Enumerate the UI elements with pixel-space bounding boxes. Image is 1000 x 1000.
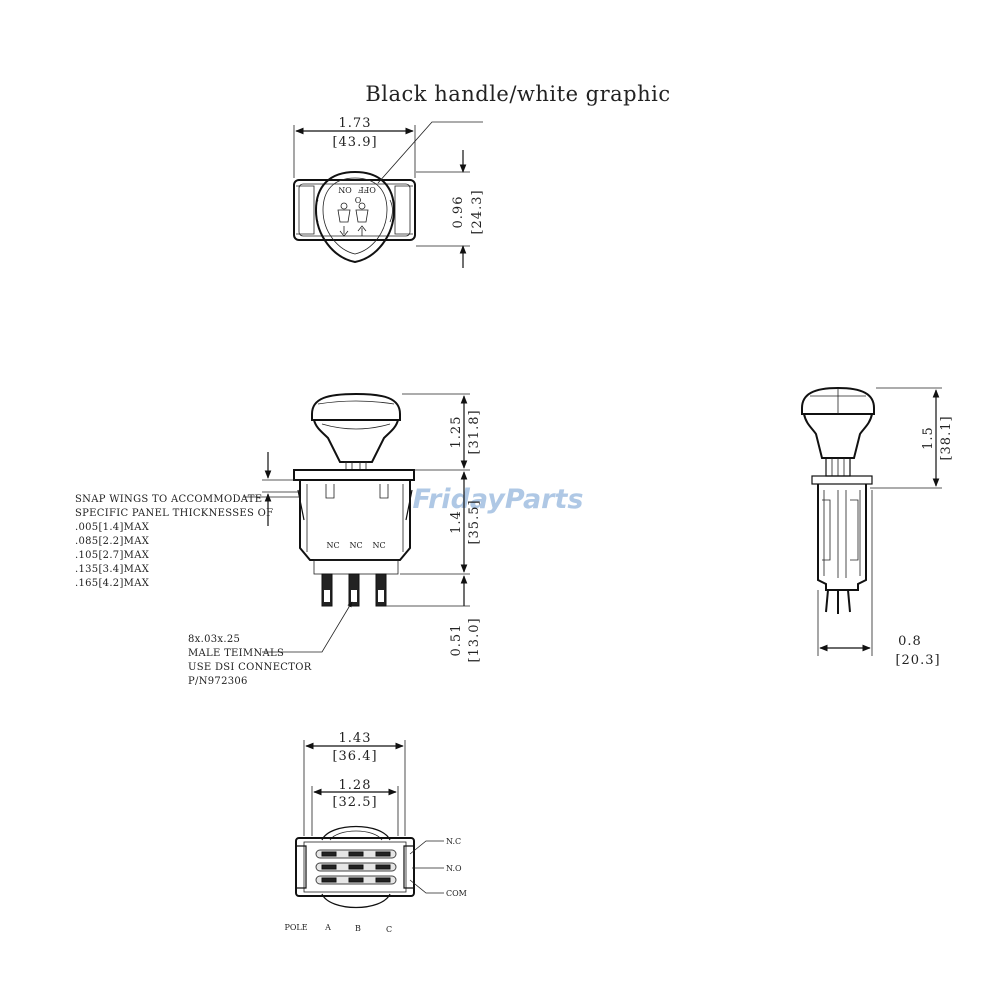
pin-com-label: COM: [446, 889, 467, 898]
terminal-note-line-4: P/N972306: [188, 676, 248, 687]
top-width-in: 1.73: [339, 116, 372, 131]
outer-width-in: 1.43: [339, 731, 372, 746]
drawing-title: Black handle/white graphic: [365, 82, 670, 106]
body-height-mm: [35.5]: [467, 499, 482, 544]
graphic-leader-line: [377, 121, 483, 184]
pole-b-label: B: [355, 924, 361, 933]
snap-note-line-6: .135[3.4]MAX: [75, 564, 150, 575]
snap-note-line-2: SPECIFIC PANEL THICKNESSES OF: [75, 508, 273, 519]
handle-height-mm: [31.8]: [467, 409, 482, 454]
arrow-up-icon: [357, 225, 367, 236]
pole-a-label: A: [324, 923, 331, 932]
body-height-in: 1.4: [449, 510, 464, 534]
fridayparts-watermark: FridayParts: [413, 484, 584, 515]
terminal-note-line-3: USE DSI CONNECTOR: [188, 662, 312, 673]
operator-seat-icon: [337, 202, 369, 223]
inner-width-mm: [32.5]: [332, 795, 377, 810]
terminal-height-mm: [13.0]: [467, 617, 482, 662]
snap-note-line-3: .005[1.4]MAX: [75, 522, 150, 533]
snap-note-line-4: .085[2.2]MAX: [75, 536, 150, 547]
side-depth-mm: [20.3]: [895, 653, 940, 668]
off-label: OFF: [358, 185, 376, 194]
o-label: O: [355, 196, 362, 205]
outer-width-mm: [36.4]: [332, 749, 377, 764]
arrow-down-icon: [339, 226, 349, 237]
handle-height-in: 1.25: [449, 416, 464, 449]
snap-note-line-5: .105[2.7]MAX: [75, 550, 150, 561]
nc-label-2: NC: [349, 541, 362, 550]
side-height-mm: [38.1]: [939, 415, 954, 460]
top-view: ON OFF O 1.73 [43.9] 0.96 [24.3]: [293, 116, 485, 268]
top-width-mm: [43.9]: [332, 135, 377, 150]
side-height-in: 1.5: [921, 426, 936, 450]
front-view: NC NC NC FridayParts 1.25 [31.8] 1.4 [35…: [75, 392, 584, 687]
terminal-note-line-1: 8x.03x.25: [188, 634, 240, 645]
on-label: ON: [338, 185, 352, 194]
terminal-pins: [315, 849, 397, 885]
pole-label: POLE: [284, 923, 307, 932]
terminal-height-in: 0.51: [449, 624, 464, 657]
inner-width-in: 1.28: [339, 778, 372, 793]
nc-label-1: NC: [326, 541, 339, 550]
bottom-view: 1.43 [36.4] 1.28 [32.5] N.C N.O COM POLE…: [284, 731, 466, 934]
snap-note-line-1: SNAP WINGS TO ACCOMMODATE: [75, 494, 262, 505]
pin-no-label: N.O: [446, 864, 462, 873]
nc-label-3: NC: [372, 541, 385, 550]
top-height-in: 0.96: [451, 196, 466, 229]
male-terminals: [321, 573, 387, 607]
snap-note-line-7: .165[4.2]MAX: [75, 578, 150, 589]
pole-c-label: C: [386, 925, 392, 934]
side-view: 1.5 [38.1] 0.8 [20.3]: [801, 386, 954, 668]
terminal-note-line-2: MALE TEIMNALS: [188, 648, 284, 659]
top-height-mm: [24.3]: [470, 189, 485, 234]
side-depth-in: 0.8: [898, 634, 922, 649]
pin-nc-label: N.C: [446, 837, 461, 846]
